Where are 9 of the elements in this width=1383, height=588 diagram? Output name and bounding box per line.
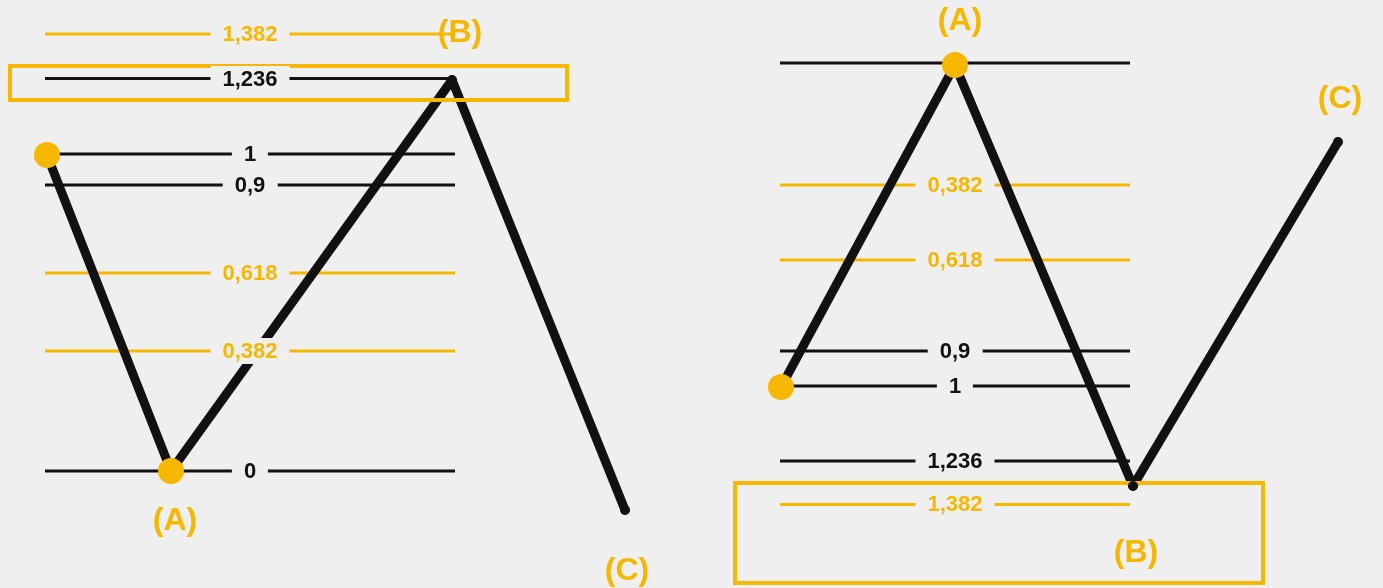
point-label: (C): [603, 550, 651, 588]
level-value: 0,382: [210, 338, 290, 364]
point-label: (A): [151, 500, 199, 538]
highlight-box: [733, 481, 1265, 585]
level-value: 1,236: [210, 66, 290, 92]
point-label: (B): [436, 12, 484, 50]
point-label: (A): [936, 0, 984, 38]
point-label: (C): [1316, 78, 1364, 116]
point-label: (B): [1112, 532, 1160, 570]
